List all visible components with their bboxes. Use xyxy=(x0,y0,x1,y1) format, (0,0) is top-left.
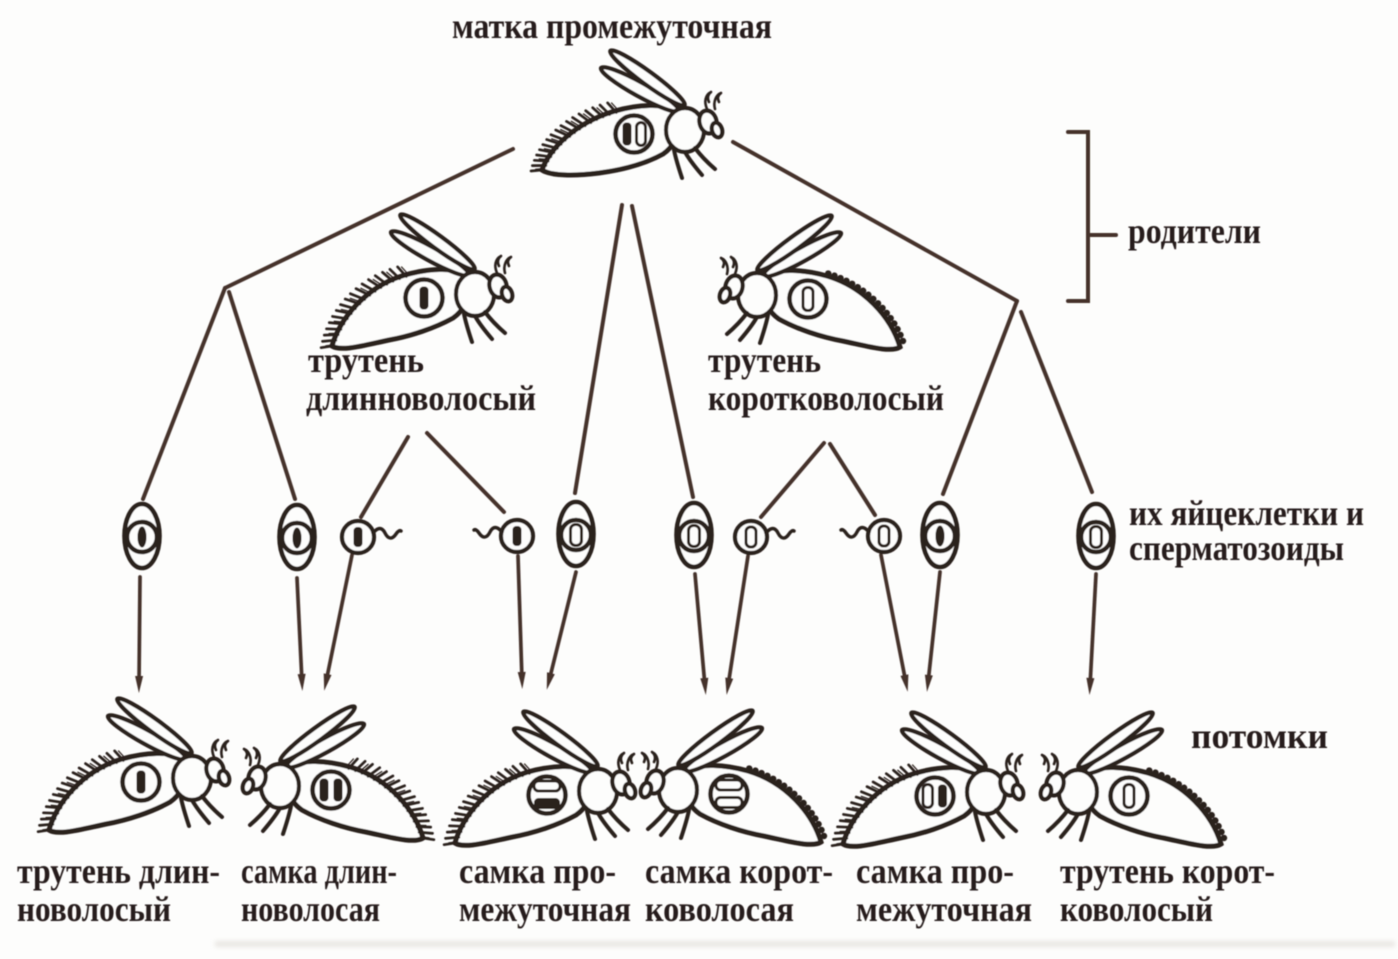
svg-text:потомки: потомки xyxy=(1191,716,1328,756)
svg-text:самка про-: самка про- xyxy=(856,851,1014,891)
svg-text:длинноволосый: длинноволосый xyxy=(306,378,536,418)
svg-text:межуточная: межуточная xyxy=(856,889,1032,929)
svg-text:трутень: трутень xyxy=(308,340,424,380)
svg-text:новолосый: новолосый xyxy=(17,889,171,929)
svg-text:трутень длин-: трутень длин- xyxy=(17,851,220,891)
svg-text:самка корот-: самка корот- xyxy=(645,851,833,891)
svg-text:межуточная: межуточная xyxy=(459,889,631,929)
svg-text:самка про-: самка про- xyxy=(459,851,616,891)
svg-text:родители: родители xyxy=(1128,211,1261,251)
svg-text:сперматозоиды: сперматозоиды xyxy=(1129,528,1344,568)
svg-text:трутень корот-: трутень корот- xyxy=(1060,851,1275,891)
svg-text:новолосая: новолосая xyxy=(241,889,380,929)
svg-text:коротковолосый: коротковолосый xyxy=(708,378,944,418)
svg-text:их яйцеклетки и: их яйцеклетки и xyxy=(1129,493,1364,533)
svg-text:коволосый: коволосый xyxy=(1060,889,1213,929)
svg-text:коволосая: коволосая xyxy=(645,889,794,929)
svg-text:самка длин-: самка длин- xyxy=(241,851,397,891)
svg-text:матка промежуточная: матка промежуточная xyxy=(452,6,772,46)
svg-text:трутень: трутень xyxy=(708,340,821,380)
